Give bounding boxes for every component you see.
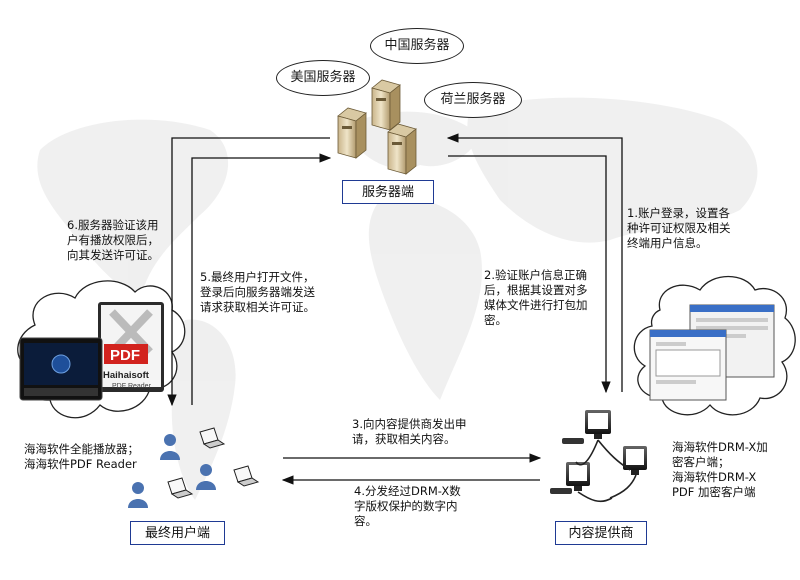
step-5-text: 5.最终用户打开文件， 登录后向服务器端发送 请求获取相关许可证。 xyxy=(200,270,315,314)
pdf-logo-text: PDF xyxy=(110,347,140,364)
user-person-icon xyxy=(128,482,148,508)
right-software-caption: 海海软件DRM-X加 密客户端； 海海软件DRM-X PDF 加密客户端 xyxy=(672,440,768,499)
usa-server-label: 美国服务器 xyxy=(290,70,356,85)
content-provider-computers xyxy=(550,410,647,503)
reader-logo-text: PDF Reader xyxy=(112,383,152,390)
user-laptop-icon xyxy=(167,477,194,499)
netherlands-server-label: 荷兰服务器 xyxy=(440,92,506,107)
step-1-text: 1.账户登录，设置各 种许可证权限及相关 终端用户信息。 xyxy=(627,206,731,250)
arrow-step-2 xyxy=(448,155,611,394)
server-icons xyxy=(337,79,417,175)
user-person-icon xyxy=(196,464,216,490)
step-4-text: 4.分发经过DRM-X数 字版权保护的数字内 容。 xyxy=(354,484,461,528)
step-3-text: 3.向内容提供商发出申 请，获取相关内容。 xyxy=(352,417,467,446)
brand-logo-text: Haihaisoft xyxy=(103,370,150,381)
usa-server-bubble: 美国服务器 xyxy=(276,60,370,96)
arrow-step-5 xyxy=(191,153,332,405)
end-user-label: 最终用户端 xyxy=(130,521,225,545)
arrow-step-6 xyxy=(167,137,330,407)
end-user-icons xyxy=(128,427,260,508)
china-server-label: 中国服务器 xyxy=(384,38,450,53)
step-2-text: 2.验证账户信息正确 后，根据其设置对多 媒体文件进行打包加 密。 xyxy=(484,268,588,327)
china-server-bubble: 中国服务器 xyxy=(370,28,464,64)
content-provider-label: 内容提供商 xyxy=(555,521,647,545)
flow-arrows xyxy=(167,133,623,485)
user-person-icon xyxy=(160,434,180,460)
netherlands-server-bubble: 荷兰服务器 xyxy=(424,82,522,118)
arrow-step-1 xyxy=(446,133,623,392)
user-laptop-icon xyxy=(199,427,226,449)
world-map-background xyxy=(37,97,758,500)
left-software-caption: 海海软件全能播放器； 海海软件PDF Reader xyxy=(24,442,139,471)
step-6-text: 6.服务器验证该用 户有播放权限后， 向其发送许可证。 xyxy=(67,218,159,262)
user-laptop-icon xyxy=(233,465,260,487)
server-group-label: 服务器端 xyxy=(342,180,434,204)
encryption-client-thumbnail xyxy=(649,304,775,401)
player-thumbnail xyxy=(19,302,164,401)
